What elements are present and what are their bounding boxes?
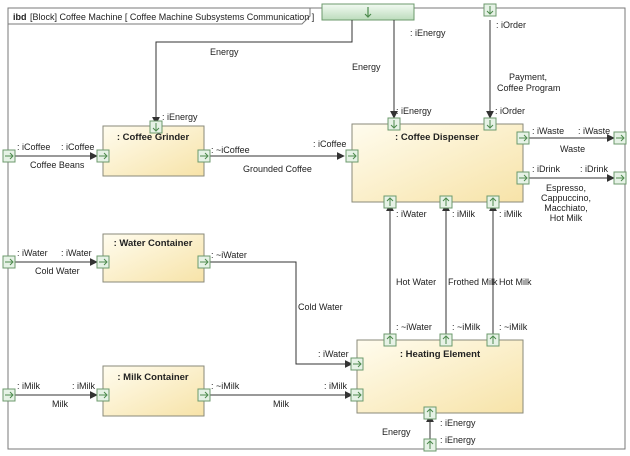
label-dispenser-iorder: : iOrder [495,106,525,116]
flow-drink-1: Espresso, [546,183,586,193]
port-direction-icons [5,6,625,449]
flow-milk-in: Milk [52,399,68,409]
label-outer-iorder: : iOrder [496,20,526,30]
label-dispenser-icoffee: : iCoffee [313,139,346,149]
label-water-out: : ~iWater [211,250,247,260]
flow-cold-water-in: Cold Water [35,266,80,276]
label-outer-idrink: : iDrink [580,164,609,174]
label-heating-iwater-left: : iWater [318,349,349,359]
flow-drink-4: Hot Milk [550,213,583,223]
label-dispenser-imilk1: : iMilk [452,209,475,219]
block-milk-container[interactable]: : Milk Container [102,365,205,417]
flow-energy-grinder: Energy [210,47,239,57]
flow-hot-water: Hot Water [396,277,436,287]
flow-waste: Waste [560,144,585,154]
block-water-container-label: : Water Container [114,238,193,249]
label-heating-ienergy: : iEnergy [440,418,476,428]
flow-energy-heating: Energy [382,427,411,437]
block-coffee-grinder-label: : Coffee Grinder [117,132,190,143]
label-heating-iwater-top: : ~iWater [396,322,432,332]
flow-grounded-coffee: Grounded Coffee [243,164,312,174]
frame-kind: ibd [13,12,27,22]
arrow-down-icon [364,7,372,18]
flow-energy-dispenser: Energy [352,62,381,72]
label-heating-imilk-top1: : ~iMilk [452,322,481,332]
label-dispenser-idrink: : iDrink [532,164,561,174]
label-water-in: : iWater [61,248,92,258]
label-outer-iwater: : iWater [17,248,48,258]
label-dispenser-imilk2: : iMilk [499,209,522,219]
label-milk-out: : ~iMilk [211,381,240,391]
label-outer-imilk: : iMilk [17,381,40,391]
block-coffee-dispenser-label: : Coffee Dispenser [395,132,479,143]
flow-milk-heat: Milk [273,399,289,409]
label-dispenser-ienergy: : iEnergy [396,106,432,116]
label-dispenser-iwaste: : iWaste [532,126,564,136]
frame-title: [Block] Coffee Machine [ Coffee Machine … [30,12,314,22]
label-heating-imilk-left: : iMilk [324,381,347,391]
connector-energy-grinder [152,20,353,125]
block-heating-element[interactable]: : Heating Element [356,339,524,414]
label-grinder-ienergy: : iEnergy [162,112,198,122]
label-grinder-icoffee-out: : ~iCoffee [211,145,250,155]
label-outer-ienergy-bottom: : iEnergy [440,435,476,445]
block-heating-element-label: : Heating Element [400,349,481,360]
flow-coffee-program: Coffee Program [497,83,560,93]
flow-coffee-beans: Coffee Beans [30,160,85,170]
flow-drink-2: Cappuccino, [541,193,591,203]
flow-hot-milk: Hot Milk [499,277,532,287]
block-water-container[interactable]: : Water Container [102,233,205,283]
connector-cold-water-heat [210,261,353,368]
block-coffee-dispenser[interactable]: : Coffee Dispenser [351,123,524,203]
label-outer-icoffee: : iCoffee [17,142,50,152]
flow-payment: Payment, [509,72,547,82]
flow-frothed-milk: Frothed Milk [448,277,498,287]
label-milk-in: : iMilk [72,381,95,391]
label-outer-iwaste: : iWaste [578,126,610,136]
flow-drink-3: Macchiato, [544,203,588,213]
label-outer-ienergy-top: : iEnergy [410,28,446,38]
label-dispenser-iwater: : iWater [396,209,427,219]
connectors [14,20,615,445]
flow-cold-water-heat: Cold Water [298,302,343,312]
block-milk-container-label: : Milk Container [117,372,189,383]
label-heating-imilk-top2: : ~iMilk [499,322,528,332]
frame-title-tab [7,7,311,25]
label-grinder-icoffee-in: : iCoffee [61,142,94,152]
